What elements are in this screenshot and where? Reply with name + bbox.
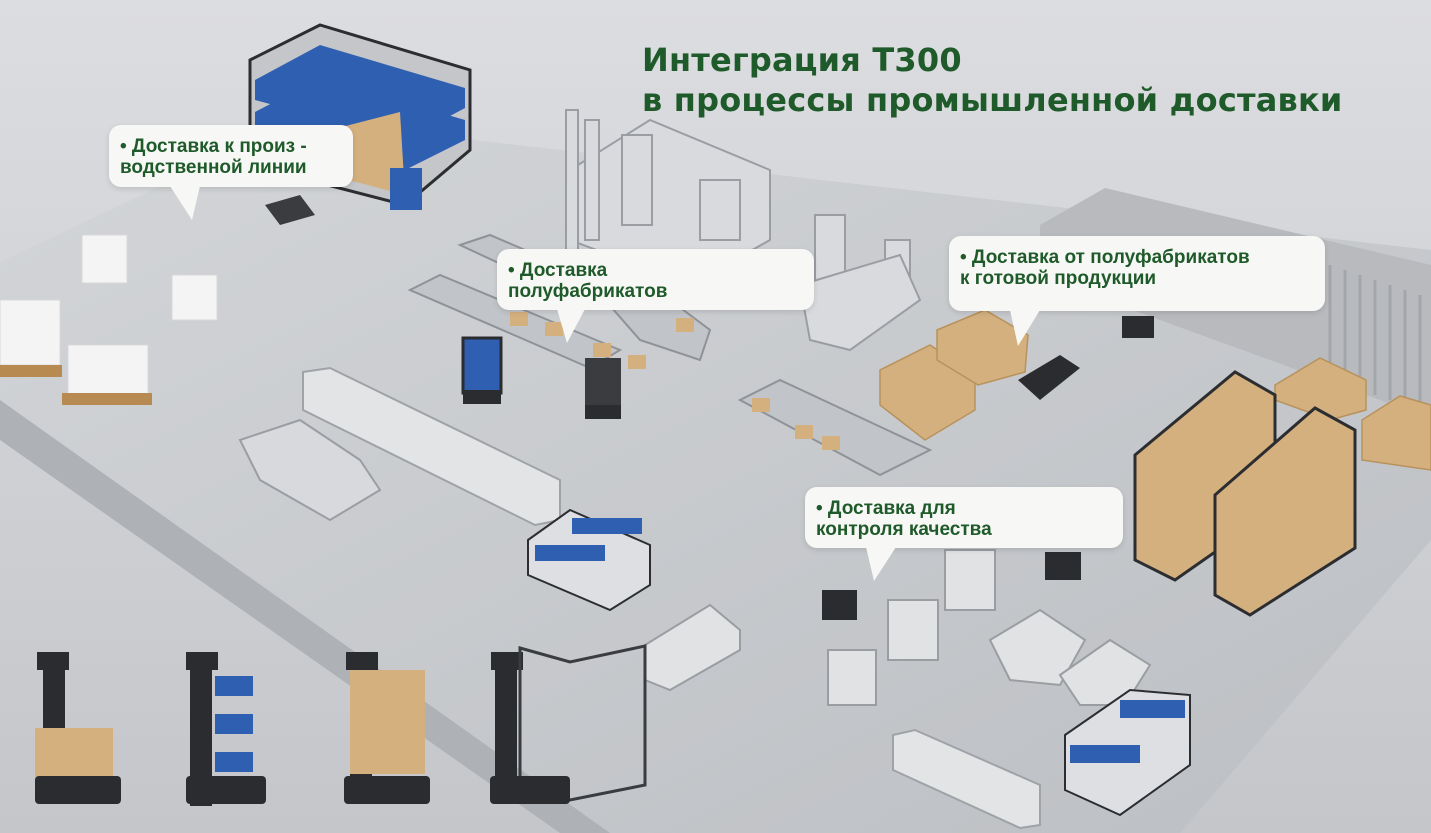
blue-bin-carts	[527, 508, 1191, 817]
t300-robot-carton-stack	[344, 652, 430, 804]
callout-tail	[866, 547, 896, 581]
callout-finished-products: • Доставка от полуфабрикатов к готовой п…	[949, 236, 1325, 311]
title-line-1: Интеграция T300	[642, 41, 962, 79]
callout-tail	[557, 309, 585, 343]
callout-line: контроля качества	[816, 519, 992, 540]
callout-line: • Доставка к произ -	[120, 136, 307, 157]
page-title: Интеграция T300 в процессы промышленной …	[642, 40, 1343, 120]
processing-machinery	[565, 109, 922, 352]
callout-line: • Доставка от полуфабрикатов	[960, 247, 1250, 268]
callout-line: • Доставка для	[816, 498, 956, 519]
packaging-machine	[238, 418, 382, 522]
callout-line: водственной линии	[120, 157, 307, 178]
inspection-stations	[644, 549, 1152, 706]
t300-robot-bin-rack	[186, 652, 266, 806]
white-pallets	[0, 234, 218, 405]
t300-robot-carton	[35, 652, 121, 804]
t300-robot-cage-cart	[490, 644, 647, 804]
floor-edge	[0, 400, 610, 833]
carton-pallets	[879, 309, 1431, 471]
title-line-2: в процессы промышленной доставки	[642, 81, 1343, 119]
callout-semi-finished: • Доставка полуфабрикатов	[497, 249, 814, 310]
callout-tail	[170, 186, 200, 220]
callout-quality-control: • Доставка для контроля качества	[805, 487, 1123, 548]
callout-line: полуфабрикатов	[508, 281, 668, 302]
carton-rack	[1133, 370, 1357, 617]
fence	[1328, 265, 1422, 410]
scene-robots	[461, 316, 1154, 620]
callout-tail	[1010, 310, 1040, 346]
callout-line: к готовой продукции	[960, 268, 1157, 289]
callout-production-line: • Доставка к произ - водственной линии	[109, 125, 353, 187]
callout-line: • Доставка	[508, 260, 608, 281]
